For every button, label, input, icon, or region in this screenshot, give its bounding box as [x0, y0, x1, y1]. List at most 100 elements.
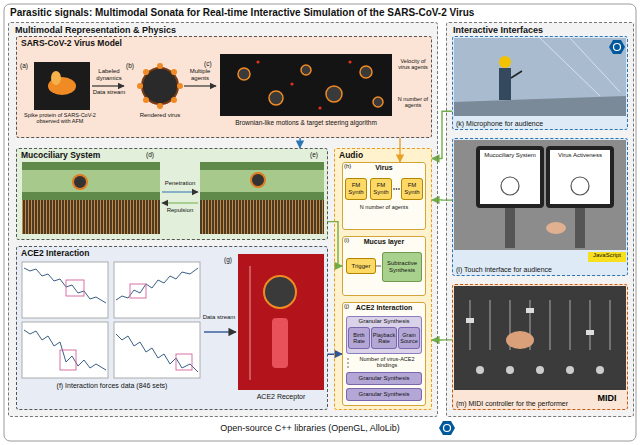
box-title: Trigger [352, 263, 371, 270]
panel: Interactive Interfaces(k) Microphone for… [446, 22, 634, 417]
knob [476, 366, 484, 374]
flow-arrow [184, 85, 216, 86]
box-fill [452, 138, 628, 276]
callout-letter: (j) [344, 303, 356, 310]
mucus-layer [200, 170, 324, 192]
force-curve [116, 268, 198, 300]
box-fill [346, 388, 422, 401]
box-title: Granular Synthesis [358, 375, 409, 382]
label-anchor: MIDI [588, 393, 626, 403]
callout-letter: (g) [224, 256, 238, 263]
callout-letter: (b) [126, 62, 140, 69]
virus-body [264, 276, 296, 308]
label-anchor: (c) [204, 60, 218, 67]
label-anchor: (a) [20, 62, 34, 69]
gallery-photo [454, 38, 626, 116]
virus-agent [373, 97, 383, 107]
mucus-image [22, 162, 160, 234]
box-title: FM Synth [347, 182, 365, 196]
cpp-icon-ring [444, 425, 451, 432]
virus-spike [171, 69, 177, 75]
title-anchor: Parasitic signals: Multimodal Sonata for… [10, 7, 630, 19]
highlight-box [130, 284, 146, 298]
force-curve [24, 268, 106, 303]
box-title: Interactive Interfaces [453, 25, 543, 35]
mucus-layer [22, 170, 160, 192]
callout-letter: (i) [344, 237, 356, 244]
label-anchor: ACE2 Receptor [238, 393, 324, 401]
chart-frame [22, 262, 108, 318]
synth-box: FM Synth [345, 178, 367, 200]
hand [546, 222, 566, 234]
box-title: Grain Source [400, 332, 418, 345]
flow-arrow [204, 331, 236, 332]
screen-text: Virus Activeness [550, 152, 610, 159]
box-title: Mucus layer [364, 238, 404, 246]
box-title: Granular Synthesis [358, 318, 409, 325]
virus-spike [171, 97, 177, 103]
target-dot [256, 60, 259, 63]
box-fill [452, 284, 628, 410]
cpp-icon [609, 40, 625, 54]
ellipsis-dot [396, 188, 398, 190]
virus-agent [301, 65, 311, 75]
box-fill [334, 148, 432, 410]
ellipsis-dot [347, 366, 349, 368]
floor [454, 96, 626, 116]
virus-agent [326, 86, 342, 102]
virus-agent [360, 66, 372, 78]
screen-icon [571, 177, 589, 195]
ellipsis-dot [347, 358, 349, 360]
hand [506, 331, 534, 349]
box-title: Audio [339, 151, 363, 161]
synth-group: ACE2 InteractionGranular SynthesisBirth … [342, 302, 426, 406]
afm-image [34, 62, 90, 110]
chart-frame [114, 262, 200, 318]
label-anchor: Repulsion [160, 207, 200, 214]
label-anchor: N number of agents [344, 204, 424, 210]
knob [536, 366, 544, 374]
section-box: Mucociliary System [16, 148, 328, 240]
synth-box: Subtractive Synthesis [382, 252, 422, 282]
virus-body [142, 68, 178, 104]
label-anchor: Virus Activeness [550, 152, 610, 159]
box-title: Virus [375, 164, 392, 172]
box-title: Birth Rate [350, 332, 368, 345]
granular-group: Granular SynthesisBirth RatePlayback Rat… [346, 316, 422, 354]
synth-box: Granular Synthesis [346, 388, 422, 401]
microphone [511, 71, 522, 78]
box-fill [452, 36, 628, 130]
callout-letter: (c) [204, 60, 218, 67]
callout-letter: (e) [310, 151, 324, 158]
label-anchor: Open-source C++ libraries (OpenGL, AlloL… [180, 423, 440, 433]
synth-group: Mucus layerTrigger Subtractive Synthesis [342, 236, 426, 296]
param-box: Grain Source [398, 327, 420, 349]
badge-text: JavaScript [588, 252, 626, 259]
connector [328, 222, 342, 266]
label-anchor: (e) [310, 151, 324, 158]
target-dot [348, 60, 351, 63]
highlight-box [60, 350, 76, 370]
box-title: FM Synth [372, 182, 390, 196]
box-fill [346, 316, 422, 354]
cpp-icon [439, 421, 455, 435]
label-anchor: Data stream [92, 89, 126, 96]
signal-label: Number of virus-ACE2 bindings [352, 356, 422, 369]
audio-box: AudioVirusFM SynthFM SynthFM SynthMucus … [334, 148, 432, 410]
callout-letter: (h) [344, 163, 356, 170]
virus-agent [73, 175, 87, 189]
fader [469, 300, 470, 350]
interface-box: (m) MIDI controller for the performer [452, 284, 628, 410]
connector [399, 138, 400, 162]
arrow-label: Multiple agents [182, 68, 218, 82]
virus-spike [157, 103, 163, 109]
label-anchor: (b) [126, 62, 140, 69]
target-dot [318, 106, 321, 109]
ellipsis-dot [393, 188, 395, 190]
signal-label: N number of agents [394, 96, 432, 109]
image-caption: (f) Interaction forces data (846 sets) [22, 382, 202, 390]
arrow-label: Data stream [202, 314, 236, 321]
person [499, 68, 511, 100]
box-title: Mucociliary System [21, 151, 100, 161]
